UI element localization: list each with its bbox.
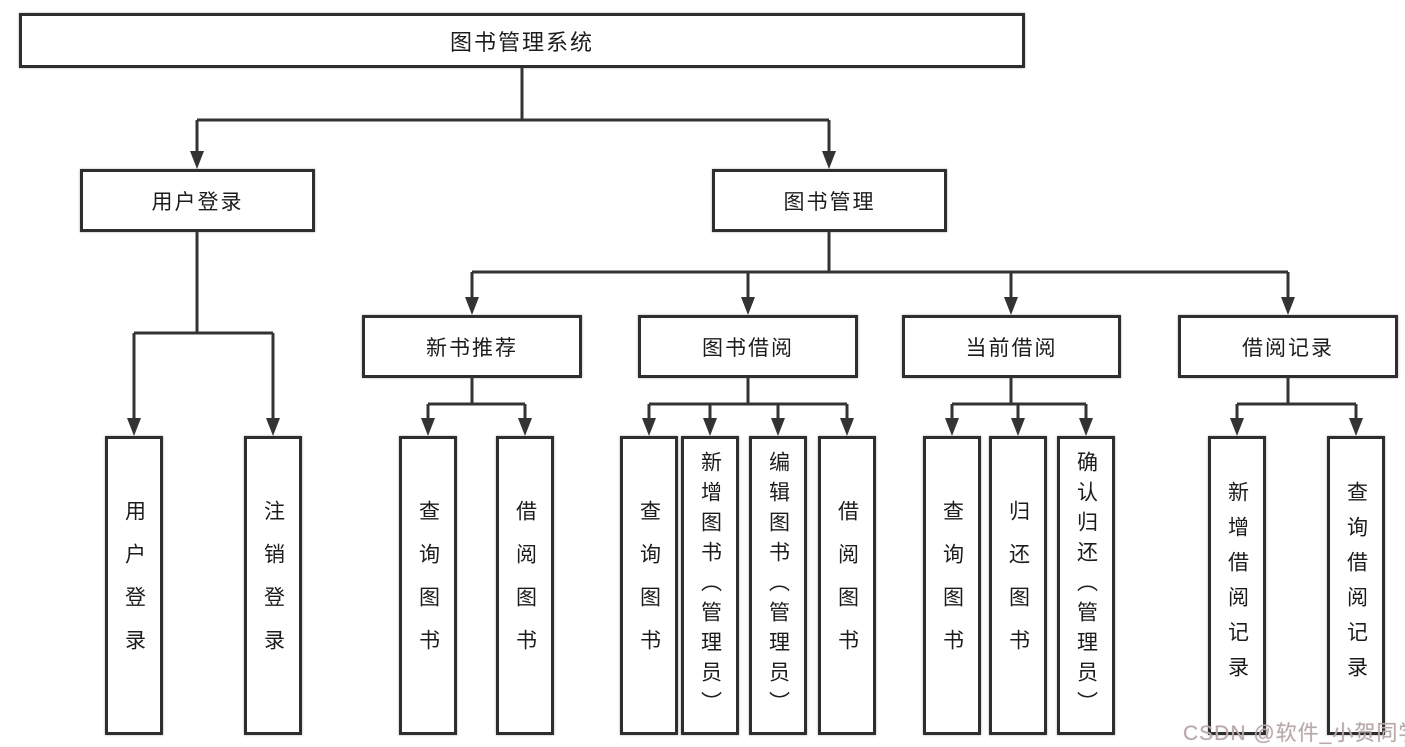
leaf-records-query: 查询借阅记录 — [1327, 436, 1385, 735]
csdn-watermark: CSDN @软件_小贺同学 — [1183, 722, 1405, 745]
leaf-newbooks-borrow: 借阅图书 — [496, 436, 554, 735]
node-user-login-label: 用户登录 — [151, 190, 244, 214]
node-borrow-records: 借阅记录 — [1178, 315, 1398, 378]
node-user-login: 用户登录 — [80, 169, 315, 232]
leaf-newbooks-borrow-label: 借阅图书 — [513, 499, 537, 672]
node-current-borrow: 当前借阅 — [902, 315, 1121, 378]
leaf-borrow-edit-admin-label: 编辑图书（管理员） — [766, 450, 790, 721]
leaf-newbooks-query-label: 查询图书 — [416, 499, 440, 672]
leaf-logout-label: 注销登录 — [261, 499, 285, 672]
node-new-books: 新书推荐 — [362, 315, 582, 378]
leaf-borrow-query-label: 查询图书 — [637, 499, 661, 672]
node-root-system: 图书管理系统 — [19, 13, 1025, 68]
leaf-current-query: 查询图书 — [923, 436, 981, 735]
leaf-newbooks-query: 查询图书 — [399, 436, 457, 735]
leaf-current-query-label: 查询图书 — [940, 499, 964, 672]
leaf-current-confirm-admin-label: 确认归还（管理员） — [1074, 450, 1098, 721]
leaf-current-return-label: 归还图书 — [1006, 499, 1030, 672]
leaf-borrow-book: 借阅图书 — [818, 436, 876, 735]
leaf-current-return: 归还图书 — [989, 436, 1047, 735]
leaf-records-add-label: 新增借阅记录 — [1225, 480, 1249, 691]
leaf-records-query-label: 查询借阅记录 — [1344, 480, 1368, 691]
node-book-mgmt: 图书管理 — [712, 169, 947, 232]
leaf-borrow-query: 查询图书 — [620, 436, 678, 735]
leaf-borrow-edit-admin: 编辑图书（管理员） — [749, 436, 807, 735]
leaf-records-add: 新增借阅记录 — [1208, 436, 1266, 735]
node-current-borrow-label: 当前借阅 — [965, 336, 1058, 360]
node-book-mgmt-label: 图书管理 — [783, 190, 876, 214]
leaf-current-confirm-admin: 确认归还（管理员） — [1057, 436, 1115, 735]
leaf-user-login-label: 用户登录 — [122, 499, 146, 672]
leaf-logout: 注销登录 — [244, 436, 302, 735]
leaf-borrow-add-admin-label: 新增图书（管理员） — [698, 450, 722, 721]
node-book-borrow: 图书借阅 — [638, 315, 858, 378]
node-new-books-label: 新书推荐 — [426, 336, 518, 360]
node-book-borrow-label: 图书借阅 — [702, 336, 794, 360]
node-root-label: 图书管理系统 — [449, 29, 594, 55]
leaf-borrow-book-label: 借阅图书 — [835, 499, 859, 672]
node-borrow-records-label: 借阅记录 — [1242, 336, 1334, 360]
leaf-user-login: 用户登录 — [105, 436, 163, 735]
leaf-borrow-add-admin: 新增图书（管理员） — [681, 436, 739, 735]
